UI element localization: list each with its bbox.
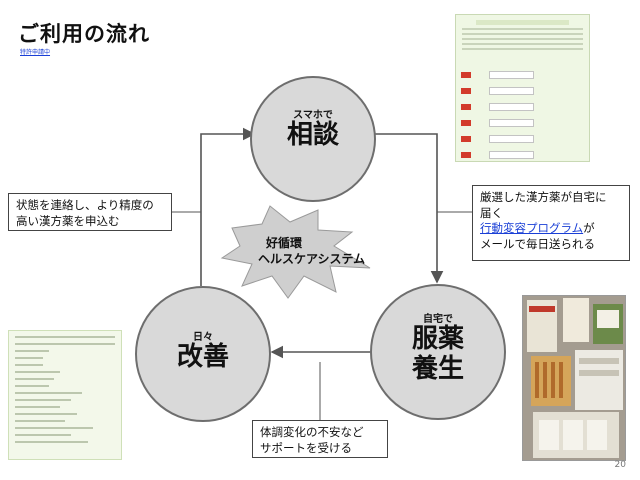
right-callout-line-3: 行動変容プログラムが	[480, 221, 622, 237]
bottom-callout-line-1: 体調変化の不安など	[260, 425, 364, 439]
left-callout: 状態を連絡し、より精度の 高い漢方薬を申込む	[8, 193, 172, 231]
medicine-big-label-1: 服薬	[411, 324, 464, 354]
right-callout: 厳選した漢方薬が自宅に 届く 行動変容プログラムが メールで毎日送られる	[472, 185, 630, 261]
right-callout-after-link: が	[583, 221, 595, 236]
medicine-circle: 自宅で 服薬 養生	[370, 284, 506, 420]
patent-link[interactable]: 特許申請中	[20, 49, 51, 56]
medicine-big-label-2: 養生	[411, 353, 464, 384]
burst-line-1: 好循環	[266, 236, 303, 250]
checklist-thumbnail	[8, 330, 122, 460]
behavior-program-link[interactable]: 行動変容プログラム	[480, 221, 584, 236]
right-callout-line-4: メールで毎日送られる	[480, 236, 595, 251]
right-callout-line-1: 厳選した漢方薬が自宅に	[480, 190, 607, 204]
right-callout-line-2: 届く	[480, 205, 503, 220]
consult-circle: スマホで 相談	[250, 76, 376, 202]
arrow-improve-to-consult	[200, 127, 256, 286]
medicine-photo	[522, 295, 626, 461]
medicine-photo-art	[523, 296, 625, 460]
burst-line-2: ヘルスケアシステム	[258, 251, 366, 266]
medicine-small-label: 自宅で	[423, 314, 453, 325]
bottom-callout: 体調変化の不安など サポートを受ける	[252, 420, 388, 458]
burst-text: 好循環 ヘルスケアシステム	[258, 236, 368, 267]
improve-big-label: 改善	[176, 342, 229, 372]
burst-shape	[220, 205, 371, 299]
left-callout-line-2: 高い漢方薬を申込む	[16, 213, 120, 228]
checkform-thumbnail	[455, 14, 590, 162]
page-title: ご利用の流れ	[18, 22, 150, 46]
consult-small-label: スマホで	[293, 110, 333, 121]
slide-number: 20	[614, 460, 626, 470]
left-callout-line-1: 状態を連絡し、より精度の	[16, 198, 154, 212]
improve-circle: 日々 改善	[135, 286, 271, 422]
bottom-callout-line-2: サポートを受ける	[260, 440, 352, 455]
improve-small-label: 日々	[193, 332, 213, 343]
consult-big-label: 相談	[286, 120, 339, 150]
checkform-thumbnail-header	[476, 20, 569, 25]
